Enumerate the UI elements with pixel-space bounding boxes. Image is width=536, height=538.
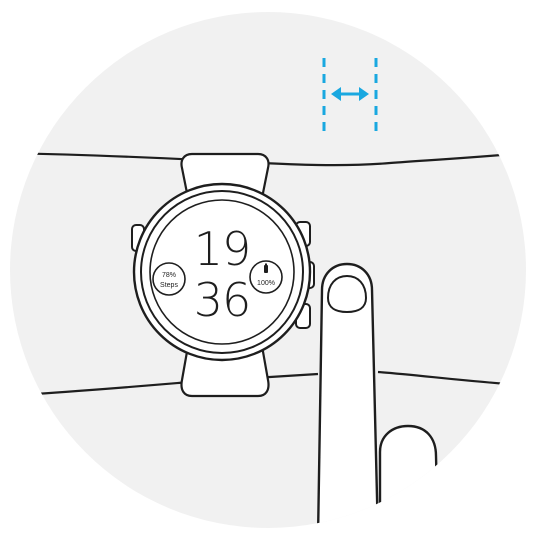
steps-complication: 78% Steps xyxy=(153,263,185,295)
finger-tap-icon xyxy=(318,264,378,538)
watch-minute: 36 xyxy=(194,273,251,327)
hand-thumb xyxy=(380,426,438,538)
steps-value: 78% xyxy=(162,272,176,279)
battery-complication: 100% xyxy=(250,261,282,293)
watch-hour: 19 xyxy=(194,222,251,276)
steps-label: Steps xyxy=(160,282,178,289)
battery-value: 100% xyxy=(257,280,275,287)
